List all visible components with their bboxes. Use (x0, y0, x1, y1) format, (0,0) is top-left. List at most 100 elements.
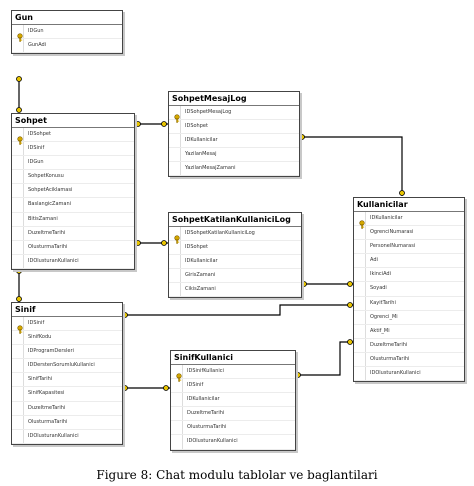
column-row[interactable]: OlusturmaTarihi (12, 241, 134, 255)
endpoint-one (347, 281, 353, 287)
column-row[interactable]: DuzeltmeTarihi (171, 407, 295, 422)
column-row[interactable]: IDOlusturanKullanici (171, 435, 295, 450)
column-row[interactable]: PersonelNumarasi (354, 240, 464, 255)
column-name: DuzeltmeTarihi (28, 404, 66, 411)
column-row[interactable]: DuzeltmeTarihi (12, 227, 134, 241)
column-row[interactable]: GunAdi (12, 39, 122, 54)
endpoint-many (301, 281, 307, 287)
column-row[interactable]: IDSinifKullanici (171, 365, 295, 382)
column-name: DuzeltmeTarihi (370, 341, 408, 348)
column-row[interactable]: IkinciAdi (354, 268, 464, 283)
column-row[interactable]: IDSohpet (12, 128, 134, 145)
column-row[interactable]: SohpetAciklamasi (12, 184, 134, 199)
column-name: OgrenciNumarasi (370, 229, 414, 236)
column-row[interactable]: IDSinif (12, 142, 134, 157)
column-row[interactable]: IDKullanicilar (169, 134, 299, 149)
column-name: IDSinif (187, 382, 204, 389)
column-row[interactable]: Ogrenci_Mi (354, 311, 464, 325)
column-row[interactable]: IDKullanicilar (171, 393, 295, 408)
column-name: Aktif_Mi (370, 327, 390, 334)
column-row[interactable]: OgrenciNumarasi (354, 226, 464, 241)
column-name: IDSinif (28, 320, 45, 326)
column-name: Soyadi (370, 285, 387, 292)
column-name: IDSohpet (185, 244, 208, 251)
column-row[interactable]: SinifKapasitesi (12, 387, 122, 402)
column-name: DuzeltmeTarihi (28, 229, 66, 236)
column-row[interactable]: IDSohpet (169, 241, 301, 256)
endpoint-one (122, 385, 128, 391)
column-separator (182, 365, 183, 450)
table-title: Gun (12, 11, 122, 25)
column-row[interactable]: DuzeltmeTarihi (354, 339, 464, 353)
column-separator (23, 128, 24, 269)
endpoint-one (399, 190, 405, 196)
column-row[interactable]: IDKullanicilar (354, 212, 464, 229)
column-row[interactable]: BitisZamani (12, 213, 134, 227)
column-row[interactable]: GirisZamani (169, 269, 301, 284)
column-row[interactable]: IDKullanicilar (169, 255, 301, 270)
column-name: IDSinifKullanici (187, 368, 224, 374)
endpoint-one (135, 240, 141, 246)
column-row[interactable]: YazilanMesajZamani (169, 162, 299, 177)
column-name: IDSohpetMesajLog (185, 109, 232, 115)
column-row[interactable]: IDSohpetMesajLog (169, 106, 299, 123)
column-row[interactable]: IDSohpetKatilanKullaniciLog (169, 227, 301, 244)
column-row[interactable]: IDSohpet (169, 120, 299, 135)
column-name: IDSohpet (28, 131, 51, 137)
column-row[interactable]: IDDerstenSorumluKullanici (12, 359, 122, 374)
column-row[interactable]: Aktif_Mi (354, 325, 464, 339)
column-row[interactable]: CikisZamani (169, 283, 301, 298)
column-row[interactable]: SinifTarihi (12, 373, 122, 388)
endpoint-many (16, 296, 22, 302)
column-row[interactable]: IDGun (12, 25, 122, 42)
table-title: SohpetKatilanKullaniciLog (169, 213, 301, 227)
column-name: SinifTarihi (28, 376, 53, 383)
column-row[interactable]: IDSinif (171, 379, 295, 394)
column-name: IkinciAdi (370, 271, 391, 278)
column-name: YazilanMesaj (185, 151, 217, 158)
column-row[interactable]: OlusturmaTarihi (354, 353, 464, 368)
column-row[interactable]: SinifKodu (12, 331, 122, 346)
endpoint-many (163, 385, 169, 391)
column-name: BitisZamani (28, 215, 58, 222)
primary-key-icon (17, 130, 26, 145)
column-row[interactable]: IDOlusturanKullanici (12, 430, 122, 444)
column-row[interactable]: IDGun (12, 156, 134, 171)
column-row[interactable]: IDProgramDersleri (12, 345, 122, 360)
column-name: GirisZamani (185, 272, 216, 279)
column-name: DuzeltmeTarihi (187, 410, 225, 417)
column-row[interactable]: OlusturmaTarihi (171, 421, 295, 436)
column-separator (23, 317, 24, 444)
column-row[interactable]: SohpetKonusu (12, 170, 134, 185)
column-row[interactable]: KayitTarihi (354, 297, 464, 311)
column-name: IDKullanicilar (187, 396, 220, 403)
relation-sinifkullanici-kullanicilar (294, 341, 353, 376)
column-row[interactable]: IDOlusturanKullanici (12, 255, 134, 269)
column-name: OlusturmaTarihi (370, 355, 410, 362)
relationship-endpoints (16, 76, 405, 391)
column-name: OlusturmaTarihi (187, 424, 227, 431)
figure-caption: Figure 8: Chat modulu tablolar ve baglan… (96, 468, 378, 482)
column-row[interactable]: IDSinif (12, 317, 122, 334)
column-row[interactable]: Adi (354, 254, 464, 269)
column-row[interactable]: Soyadi (354, 282, 464, 297)
column-row[interactable]: OlusturmaTarihi (12, 416, 122, 430)
column-name: GunAdi (28, 42, 47, 49)
column-row[interactable]: YazilanMesaj (169, 148, 299, 163)
column-name: SohpetKonusu (28, 173, 64, 180)
column-row[interactable]: DuzeltmeTarihi (12, 402, 122, 416)
column-row[interactable]: IDOlusturanKullanici (354, 367, 464, 382)
column-row[interactable]: BaslangicZamani (12, 198, 134, 213)
endpoint-one (347, 302, 353, 308)
